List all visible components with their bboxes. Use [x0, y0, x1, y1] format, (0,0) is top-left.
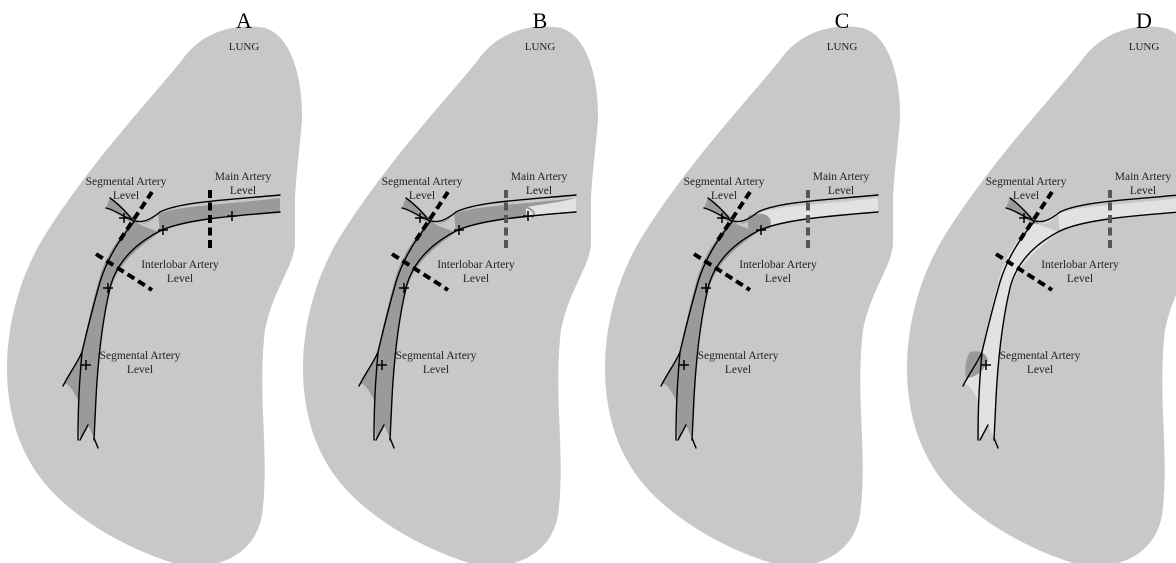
- interlobar-label: Level: [463, 273, 489, 285]
- lung-label: LUNG: [827, 41, 858, 53]
- lung-label: LUNG: [229, 41, 260, 53]
- segmental-lower-label: Segmental Artery: [1000, 350, 1081, 362]
- segmental-lower-label: Level: [725, 364, 751, 376]
- lung-silhouette: [7, 26, 302, 563]
- segmental-lower-label: Level: [1027, 364, 1053, 376]
- segmental-upper-label: Segmental Artery: [986, 176, 1067, 188]
- panel-letter: B: [533, 8, 548, 33]
- lung-silhouette: [907, 26, 1176, 563]
- main-artery-label: Level: [526, 185, 552, 197]
- segmental-upper-label: Level: [113, 190, 139, 202]
- segmental-upper-label: Segmental Artery: [684, 176, 765, 188]
- segmental-lower-label: Segmental Artery: [698, 350, 779, 362]
- panel-letter: A: [236, 8, 252, 33]
- segmental-lower-label: Segmental Artery: [100, 350, 181, 362]
- interlobar-label: Level: [1067, 273, 1093, 285]
- main-artery-label: Level: [828, 185, 854, 197]
- segmental-lower-label: Level: [423, 364, 449, 376]
- main-artery-label: Main Artery: [511, 171, 568, 183]
- main-artery-label: Main Artery: [813, 171, 870, 183]
- segmental-upper-label: Segmental Artery: [86, 176, 167, 188]
- lung-silhouette: [303, 26, 598, 563]
- interlobar-label: Interlobar Artery: [1041, 259, 1119, 271]
- segmental-upper-label: Level: [1013, 190, 1039, 202]
- main-artery-label: Main Artery: [1115, 171, 1172, 183]
- panel-letter: C: [835, 8, 850, 33]
- main-artery-label: Main Artery: [215, 171, 272, 183]
- segmental-lower-label: Segmental Artery: [396, 350, 477, 362]
- main-artery-label: Level: [1130, 185, 1156, 197]
- segmental-upper-label: Level: [409, 190, 435, 202]
- interlobar-label: Interlobar Artery: [739, 259, 817, 271]
- segmental-upper-label: Segmental Artery: [382, 176, 463, 188]
- main-artery-label: Level: [230, 185, 256, 197]
- interlobar-label: Level: [765, 273, 791, 285]
- lung-label: LUNG: [525, 41, 556, 53]
- interlobar-label: Level: [167, 273, 193, 285]
- lung-label: LUNG: [1129, 41, 1160, 53]
- segmental-upper-label: Level: [711, 190, 737, 202]
- panel-letter: D: [1136, 8, 1152, 33]
- lung-silhouette: [605, 26, 900, 563]
- interlobar-label: Interlobar Artery: [437, 259, 515, 271]
- segmental-lower-label: Level: [127, 364, 153, 376]
- interlobar-label: Interlobar Artery: [141, 259, 219, 271]
